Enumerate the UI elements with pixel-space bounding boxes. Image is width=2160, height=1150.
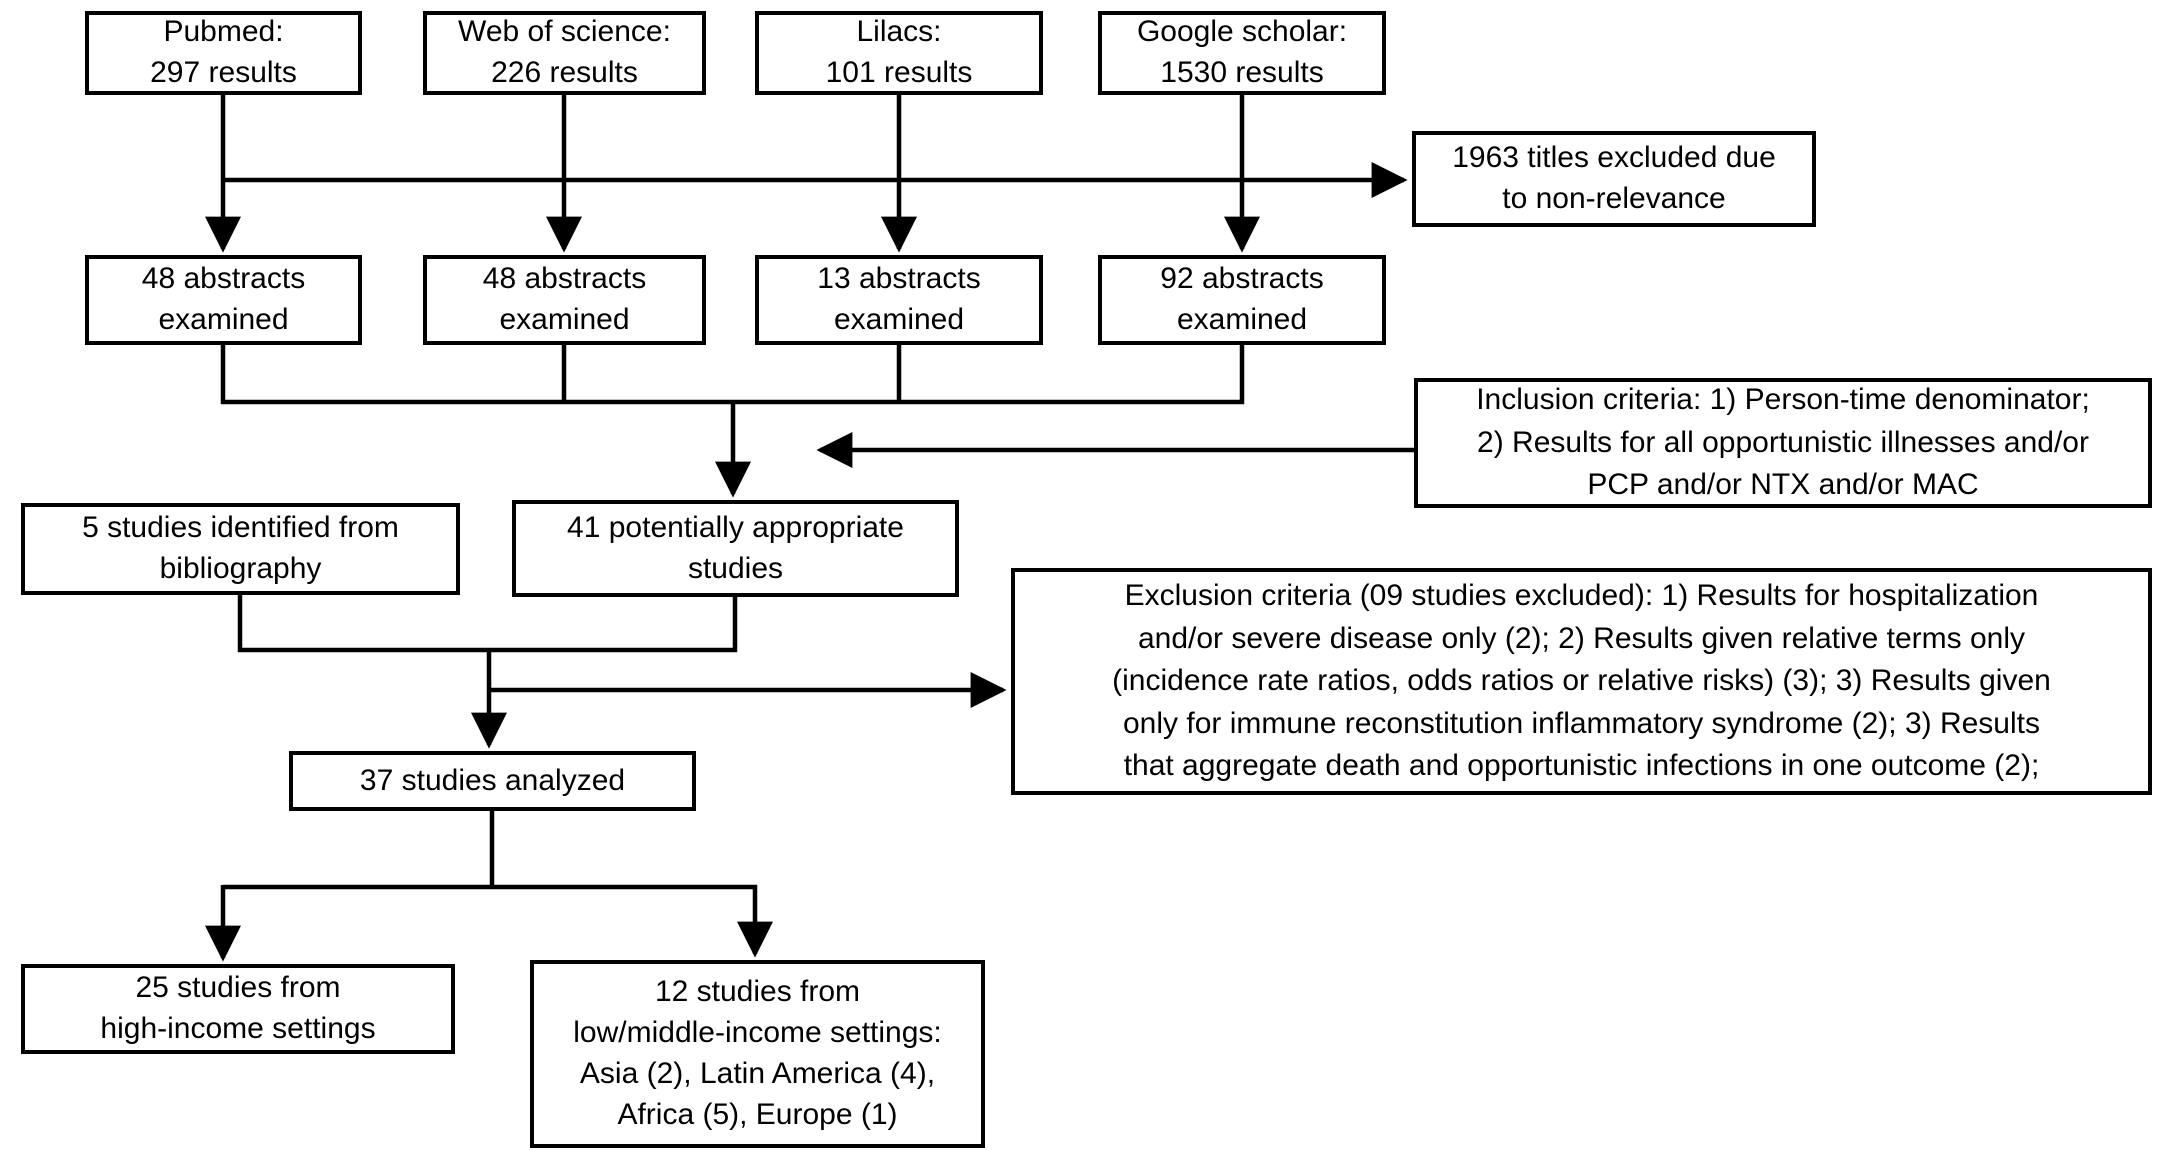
box-abstracts-lilacs: 13 abstracts examined — [755, 255, 1043, 345]
box-abstracts-web-of-science: 48 abstracts examined — [423, 255, 706, 345]
box-potentially-appropriate-studies: 41 potentially appropriate studies — [512, 500, 959, 597]
box-titles-excluded: 1963 titles excluded due to non-relevanc… — [1412, 131, 1816, 227]
box-bibliography-studies: 5 studies identified from bibliography — [21, 503, 460, 595]
box-web-of-science-results: Web of science: 226 results — [423, 11, 706, 95]
box-studies-analyzed: 37 studies analyzed — [289, 751, 696, 811]
box-high-income-studies: 25 studies from high-income settings — [21, 964, 455, 1054]
box-abstracts-pubmed: 48 abstracts examined — [85, 255, 362, 345]
box-lilacs-results: Lilacs: 101 results — [755, 11, 1043, 95]
box-google-scholar-results: Google scholar: 1530 results — [1098, 11, 1386, 95]
box-pubmed-results: Pubmed: 297 results — [85, 11, 362, 95]
box-exclusion-criteria: Exclusion criteria (09 studies excluded)… — [1011, 568, 2152, 795]
box-low-middle-income-studies: 12 studies from low/middle-income settin… — [530, 960, 985, 1148]
box-inclusion-criteria: Inclusion criteria: 1) Person-time denom… — [1414, 378, 2152, 508]
box-abstracts-google-scholar: 92 abstracts examined — [1098, 255, 1386, 345]
